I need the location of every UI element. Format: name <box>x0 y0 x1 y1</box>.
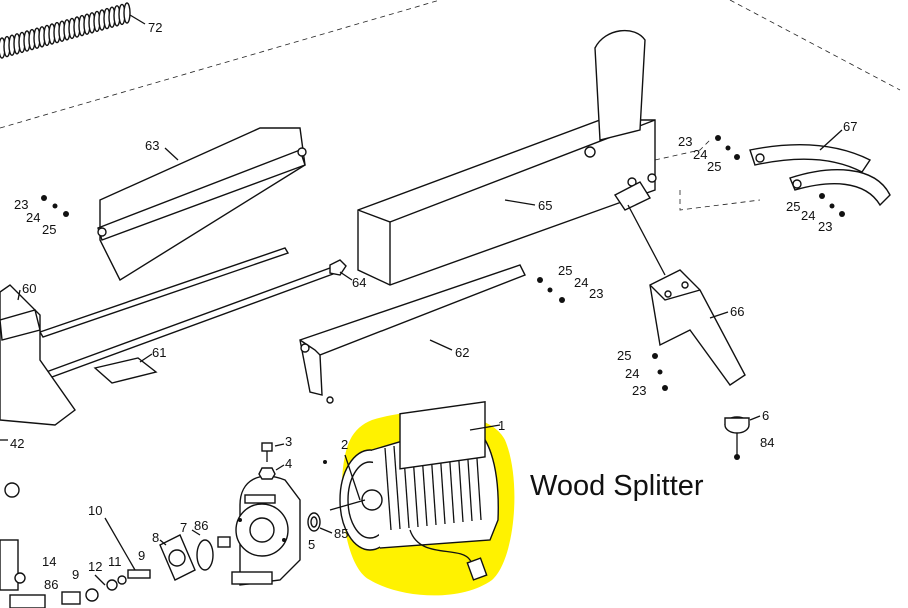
part-label-9b: 9 <box>72 567 79 582</box>
part-label-85: 85 <box>334 526 348 541</box>
piston-housing <box>357 29 657 286</box>
part-label-63: 63 <box>145 138 159 153</box>
part-label-66: 66 <box>730 304 744 319</box>
part-label-24c: 24 <box>801 208 815 223</box>
frame-60 <box>0 284 76 426</box>
guard-63 <box>97 127 307 281</box>
part-label-62: 62 <box>455 345 469 360</box>
part-label-72: 72 <box>148 20 162 35</box>
part-label-1: 1 <box>498 418 505 433</box>
part-label-23d: 23 <box>589 286 603 301</box>
part-label-23a: 23 <box>14 197 28 212</box>
assembly-outline <box>0 0 901 211</box>
part-label-23b: 23 <box>678 134 692 149</box>
coupling-85 <box>307 454 361 534</box>
part-label-7: 7 <box>180 520 187 535</box>
part-label-65: 65 <box>538 198 552 213</box>
part-label-24b: 24 <box>693 147 707 162</box>
part-label-60: 60 <box>22 281 36 296</box>
part-label-12: 12 <box>88 559 102 574</box>
part-label-8: 8 <box>152 530 159 545</box>
handle-67 <box>749 129 891 207</box>
part-label-4: 4 <box>285 456 292 471</box>
part-label-25a: 25 <box>42 222 56 237</box>
part-label-23e: 23 <box>632 383 646 398</box>
part-label-42: 42 <box>10 436 24 451</box>
electric-motor <box>329 401 501 581</box>
guard-62 <box>299 264 526 404</box>
part-label-5: 5 <box>308 537 315 552</box>
foot-6 <box>724 415 761 460</box>
part-label-14: 14 <box>42 554 56 569</box>
spring-coil <box>123 2 131 24</box>
part-label-25c: 25 <box>786 199 800 214</box>
part-label-86a: 86 <box>194 518 208 533</box>
motor-fin <box>393 445 401 530</box>
part-label-24e: 24 <box>625 366 639 381</box>
fastener-group-b <box>715 135 740 160</box>
part-label-64: 64 <box>352 275 366 290</box>
part-label-67: 67 <box>843 119 857 134</box>
fastener-group-d <box>537 277 565 303</box>
bolt-3-washer-4 <box>258 442 285 480</box>
fastener-group-e <box>652 353 668 391</box>
part-label-86b: 86 <box>44 577 58 592</box>
diagram-caption: Wood Splitter <box>530 470 704 502</box>
part-label-23c: 23 <box>818 219 832 234</box>
part-label-24d: 24 <box>574 275 588 290</box>
motor-fin <box>384 447 392 531</box>
flange-8 <box>159 529 231 581</box>
pump-internals <box>0 439 151 608</box>
plate-61 <box>93 353 158 384</box>
part-label-2: 2 <box>341 437 348 452</box>
part-label-84: 84 <box>760 435 774 450</box>
part-label-25d: 25 <box>558 263 572 278</box>
part-label-9a: 9 <box>138 548 145 563</box>
stand-66 <box>627 204 746 386</box>
fastener-group-a <box>41 195 69 217</box>
part-label-11: 11 <box>108 554 122 569</box>
pump-bracket-5 <box>231 475 301 586</box>
part-label-24a: 24 <box>26 210 40 225</box>
fastener-group-c <box>819 193 845 217</box>
part-label-6: 6 <box>762 408 769 423</box>
part-label-10: 10 <box>88 503 102 518</box>
part-label-25e: 25 <box>617 348 631 363</box>
spring-72 <box>0 2 146 59</box>
part-label-61: 61 <box>152 345 166 360</box>
part-label-3: 3 <box>285 434 292 449</box>
part-label-25b: 25 <box>707 159 721 174</box>
